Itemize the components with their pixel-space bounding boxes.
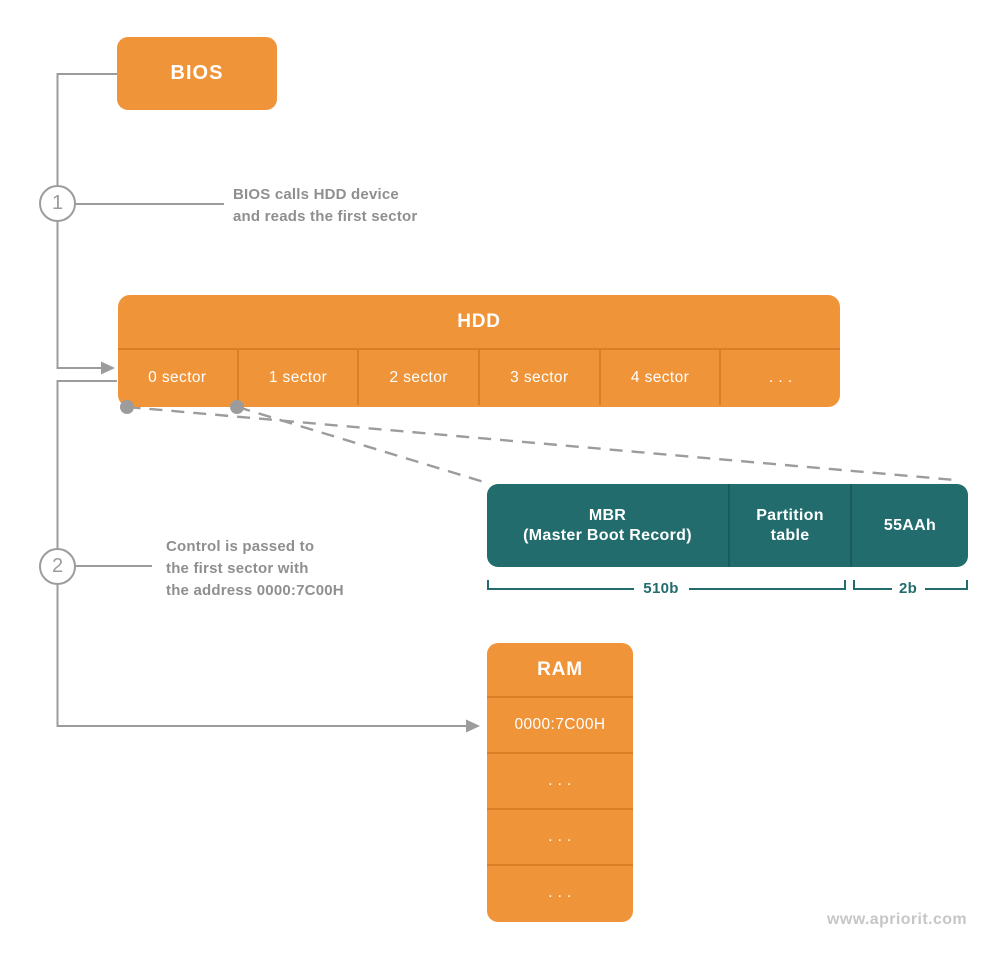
ram-title: RAM bbox=[487, 643, 633, 698]
arrowhead-icon bbox=[101, 361, 115, 375]
step1-note-line2: and reads the first sector bbox=[233, 208, 418, 225]
step2-circle: 2 bbox=[39, 548, 76, 585]
ram-cell-ellipsis: . . . bbox=[487, 808, 633, 864]
step2-note-line2: the first sector with bbox=[166, 560, 309, 577]
hdd-sector-3: 3 sector bbox=[478, 350, 599, 405]
size-label-510b: 510b bbox=[643, 580, 679, 597]
step1-circle: 1 bbox=[39, 185, 76, 222]
hdd-sector-1: 1 sector bbox=[236, 350, 358, 405]
step1-note-line1: BIOS calls HDD device bbox=[233, 186, 399, 203]
ram-cell-ellipsis: . . . bbox=[487, 864, 633, 920]
mbr-box: MBR (Master Boot Record) Partition table… bbox=[487, 484, 968, 567]
zoom-dashed-line bbox=[127, 405, 956, 482]
hdd-sector-row: 0 sector 1 sector 2 sector 3 sector 4 se… bbox=[118, 350, 840, 405]
zoom-anchor-dot-right bbox=[230, 400, 244, 414]
signature-cell: 55AAh bbox=[850, 484, 968, 567]
ram-cell-ellipsis: . . . bbox=[487, 752, 633, 808]
hdd-sector-2: 2 sector bbox=[357, 350, 478, 405]
partition-table-cell: Partition table bbox=[728, 484, 850, 567]
hdd-box: HDD 0 sector 1 sector 2 sector 3 sector … bbox=[118, 295, 840, 407]
ram-box: RAM 0000:7C00H . . . . . . . . . bbox=[487, 643, 633, 922]
step2-note-line3: the address 0000:7C00H bbox=[166, 582, 344, 599]
size-label-2b: 2b bbox=[898, 580, 918, 597]
zoom-anchor-dot-left bbox=[120, 400, 134, 414]
size-bracket-510b bbox=[487, 580, 846, 590]
hdd-sector-4: 4 sector bbox=[598, 350, 720, 405]
hdd-sector-0: 0 sector bbox=[148, 368, 207, 386]
step2-note-line1: Control is passed to bbox=[166, 538, 315, 555]
step2-note: Control is passed to the first sector wi… bbox=[166, 536, 344, 602]
hdd-sector-more: . . . bbox=[719, 350, 840, 405]
zoom-dashed-line bbox=[237, 405, 485, 484]
watermark: www.apriorit.com bbox=[827, 911, 968, 928]
mbr-label-line2: (Master Boot Record) bbox=[523, 526, 692, 544]
partition-label-line1: Partition bbox=[756, 506, 824, 524]
bios-box: BIOS bbox=[117, 37, 277, 110]
ram-cell-boot-address: 0000:7C00H bbox=[514, 716, 606, 733]
arrowhead-icon bbox=[466, 719, 480, 733]
mbr-cell: MBR (Master Boot Record) bbox=[487, 484, 728, 567]
signature-label: 55AAh bbox=[883, 516, 937, 534]
step1-connector-line bbox=[56, 73, 117, 369]
step1-note: BIOS calls HDD device and reads the firs… bbox=[233, 184, 417, 228]
ram-cells: 0000:7C00H . . . . . . . . . bbox=[487, 698, 633, 920]
size-bracket-2b bbox=[853, 580, 968, 590]
hdd-title: HDD bbox=[118, 295, 840, 350]
partition-label-line2: table bbox=[770, 526, 810, 544]
mbr-label-line1: MBR bbox=[588, 506, 627, 524]
